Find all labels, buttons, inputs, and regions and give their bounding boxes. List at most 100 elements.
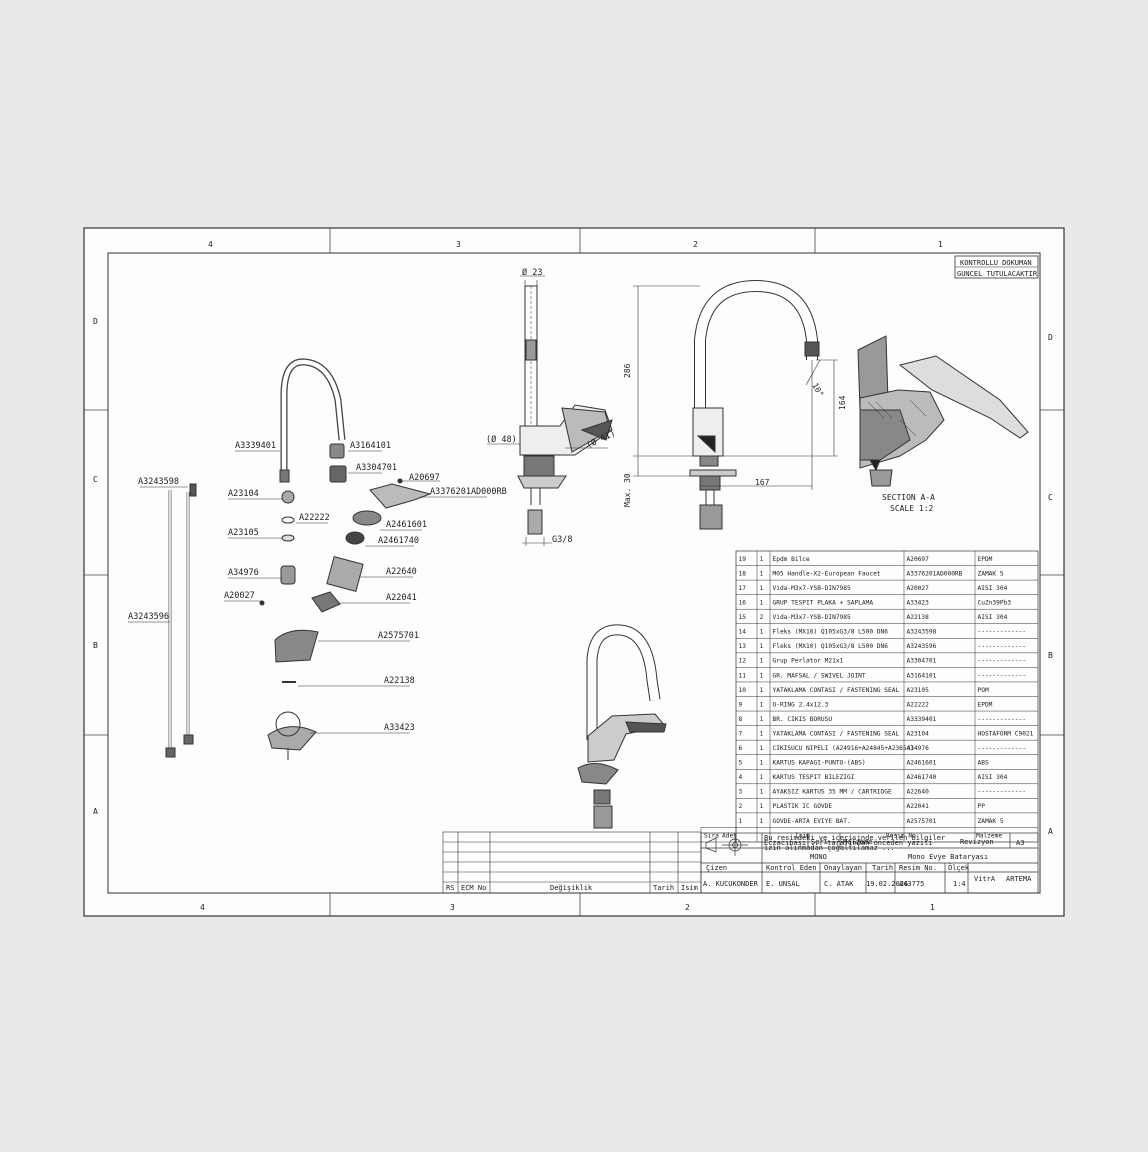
rev-tarih: Tarih [653, 884, 674, 892]
stamp-line-2: GUNCEL TUTULACAKTIR [957, 270, 1038, 278]
dim-g38: G3/8 [552, 535, 572, 545]
bom-cell-name: GR. MAFSAL / SWIVEL JOINT [773, 672, 866, 679]
zone-row-left-D: D [93, 317, 98, 326]
section-title: SECTION A-A [882, 493, 935, 502]
title-block-text: Seri Malzeme Revizyon A3 Bu resimdeki ve… [703, 834, 1032, 888]
bom-cell-code: A2575701 [907, 818, 937, 825]
bom-cell-qty: 1 [760, 774, 764, 781]
label-A23105: A23105 [228, 528, 259, 538]
tb-h-cizen: Çizen [706, 864, 727, 872]
bom-cell-no: 7 [739, 730, 743, 737]
bom-cell-code: A2461740 [907, 774, 937, 781]
bom-cell-mat: AISI 304 [978, 774, 1008, 781]
tb-v-onay: C. ATAK [824, 880, 854, 888]
bom-cell-qty: 1 [760, 701, 764, 708]
bom-cell-mat: ZAMAK 5 [978, 570, 1004, 577]
zone-row-right-B: B [1048, 651, 1053, 660]
label-A22222: A22222 [299, 513, 330, 523]
bom-cell-qty: 1 [760, 730, 764, 737]
bom-cell-no: 17 [739, 585, 747, 592]
bom-cell-code: A3243596 [907, 643, 937, 650]
bom-cell-name: Fleks (MX10) Q105xG3/8 L500 DN6 [773, 629, 889, 636]
leader-lines [128, 450, 487, 734]
bom-cell-no: 8 [739, 716, 743, 723]
bom-header-mat: Malzeme [976, 832, 1002, 839]
section-a-a [857, 335, 1029, 487]
label-A3304701: A3304701 [356, 463, 397, 473]
rev-rs: RS [446, 884, 454, 892]
bom-header-qty: Adet [722, 832, 737, 839]
label-A34976: A34976 [228, 568, 259, 578]
bom-cell-qty: 1 [760, 672, 764, 679]
label-A22041: A22041 [386, 593, 417, 603]
section-labels: SECTION A-A SCALE 1:2 [882, 493, 935, 513]
bom-cell-no: 12 [739, 658, 747, 665]
bom-cell-code: A3243598 [907, 629, 937, 636]
section-scale: SCALE 1:2 [890, 504, 934, 513]
bom-cell-code: A22041 [907, 803, 930, 810]
bom-cell-no: 13 [739, 643, 747, 650]
bom-cell-name: Fleks (MX10) Q105xG3/8 L500 DN6 [773, 643, 889, 650]
tb-v-olcek: 1:4 [953, 880, 966, 888]
bom-cell-code: A34976 [907, 745, 930, 752]
bom-cell-mat: ------------- [978, 745, 1026, 752]
bom-cell-name: CIKISUCU NIPELI (A24916+A24845+A23654) [773, 745, 915, 752]
zone-ticks [84, 228, 1064, 916]
label-A3243596: A3243596 [128, 612, 169, 622]
bom-cell-code: A20027 [907, 585, 930, 592]
bom-cell-name: YATAKLAMA CONTASI / FASTENING SEAL [773, 687, 900, 694]
label-A23104: A23104 [228, 489, 259, 499]
bom-cell-no: 11 [739, 672, 747, 679]
bom-cell-qty: 1 [760, 556, 764, 563]
bom-cell-mat: ZAMAK 5 [978, 818, 1004, 825]
bom-cell-no: 10 [739, 687, 747, 694]
zone-row-left-B: B [93, 641, 98, 650]
bom-cell-no: 19 [739, 556, 747, 563]
zone-row-right-A: A [1048, 827, 1053, 836]
bom-cell-qty: 1 [760, 658, 764, 665]
bom-cell-mat: CuZn39Pb3 [978, 600, 1012, 607]
bom-cell-name: GOVDE-ARTA EVIYE BAT. [773, 818, 851, 825]
tb-v-cizen: A. KUCUKONDER [703, 880, 759, 888]
label-A20697: A20697 [409, 473, 440, 483]
bom-cell-qty: 1 [760, 570, 764, 577]
zone-col-top-2: 2 [693, 240, 698, 249]
tb-h-olcek: Ölçek [948, 863, 970, 872]
part-labels: A3339401 A3164101 A3304701 A20697 A33762… [128, 441, 507, 733]
bom-cell-qty: 1 [760, 716, 764, 723]
bom-cell-mat: ------------- [978, 629, 1026, 636]
label-A2575701: A2575701 [378, 631, 419, 641]
rev-ecm: ECM No [461, 884, 486, 892]
tb-v-kontrol: E. UNSAL [766, 880, 800, 888]
bom-cell-name: PLASTIK IC GOVDE [773, 803, 833, 810]
rev-isim: İsim [681, 883, 698, 892]
dim-max30: Max. 30 [623, 473, 632, 507]
bom-cell-no: 16 [739, 600, 747, 607]
bom-cell-mat: ABS [978, 760, 989, 767]
paper [83, 227, 1065, 917]
bom-cell-name: O-RING 2.4x12.3 [773, 701, 829, 708]
bom-cell-code: A33423 [907, 600, 930, 607]
bom-cell-code: A23104 [907, 730, 930, 737]
zone-col-top-4: 4 [208, 240, 213, 249]
bom-cell-mat: ------------- [978, 643, 1026, 650]
bom-cell-name: Epdm Bilce [773, 556, 811, 563]
tb-fine-print-1: Bu resimdeki ve içerisinde verilen bilgi… [764, 834, 945, 842]
revision-block [442, 831, 702, 894]
tb-mono: MONO [810, 853, 827, 861]
bom-cell-mat: ------------- [978, 716, 1026, 723]
bom-cell-no: 15 [739, 614, 747, 621]
label-A22640: A22640 [386, 567, 417, 577]
bom-cell-mat: EPDM [978, 556, 993, 563]
bom-cell-no: 18 [739, 570, 747, 577]
bom-header-code: Resim No [886, 832, 916, 839]
bom-cell-name: M05 Handle-X2-European Faucet [773, 570, 881, 577]
bom-cell-name: Grup Perlator M21x1 [773, 658, 844, 665]
bom-header-no: Sıra [704, 832, 719, 839]
bom-cell-qty: 2 [760, 614, 764, 621]
stamp-line-1: KONTROLLU DOKUMAN [960, 259, 1032, 267]
zone-col-bottom-3: 3 [450, 903, 455, 912]
exploded-view [165, 358, 432, 760]
bom-cell-qty: 1 [760, 818, 764, 825]
